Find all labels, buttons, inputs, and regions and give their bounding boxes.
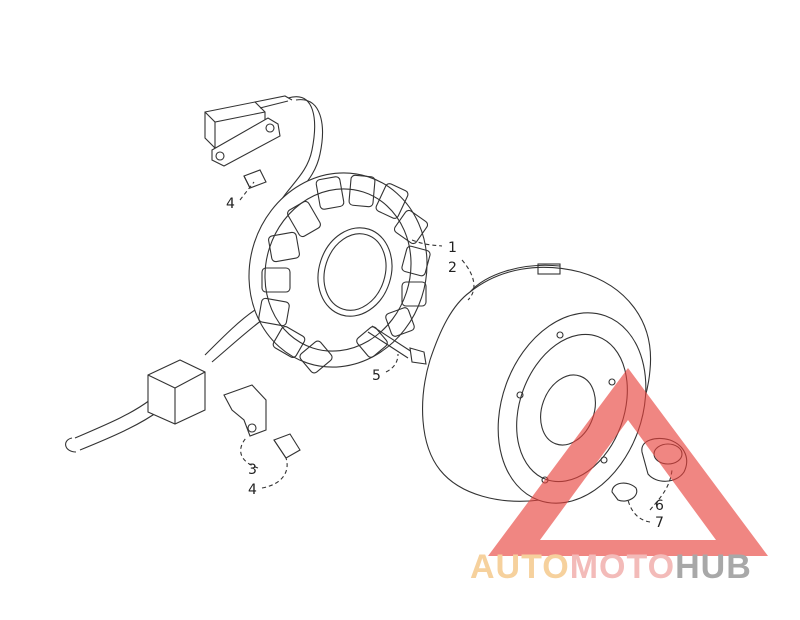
stator-bolt [367, 325, 427, 365]
leader-lines [239, 181, 673, 523]
watermark-triangle [488, 368, 768, 556]
callout-4-lower: 4 [248, 482, 257, 498]
callout-3: 3 [248, 462, 257, 478]
callout-6: 6 [655, 498, 664, 514]
svg-text:AUTOMOTOHUB: AUTOMOTOHUB [470, 548, 752, 586]
watermark-moto: MOTO [570, 548, 675, 586]
callout-1: 1 [448, 240, 457, 256]
watermark-logo: AUTOMOTOHUB [470, 368, 768, 586]
bolt-upper [243, 169, 267, 189]
watermark-hub: HUB [675, 548, 752, 586]
callout-5: 5 [372, 368, 381, 384]
callout-7: 7 [655, 515, 664, 531]
stator-connector-plug [204, 95, 293, 167]
callout-4-upper: 4 [226, 196, 235, 212]
bolt-lower [273, 433, 301, 459]
key [611, 482, 638, 502]
lower-connector [147, 359, 206, 425]
callout-2: 2 [448, 260, 457, 276]
watermark-auto: AUTO [470, 548, 570, 586]
bracket [223, 384, 267, 437]
stator [248, 172, 431, 374]
